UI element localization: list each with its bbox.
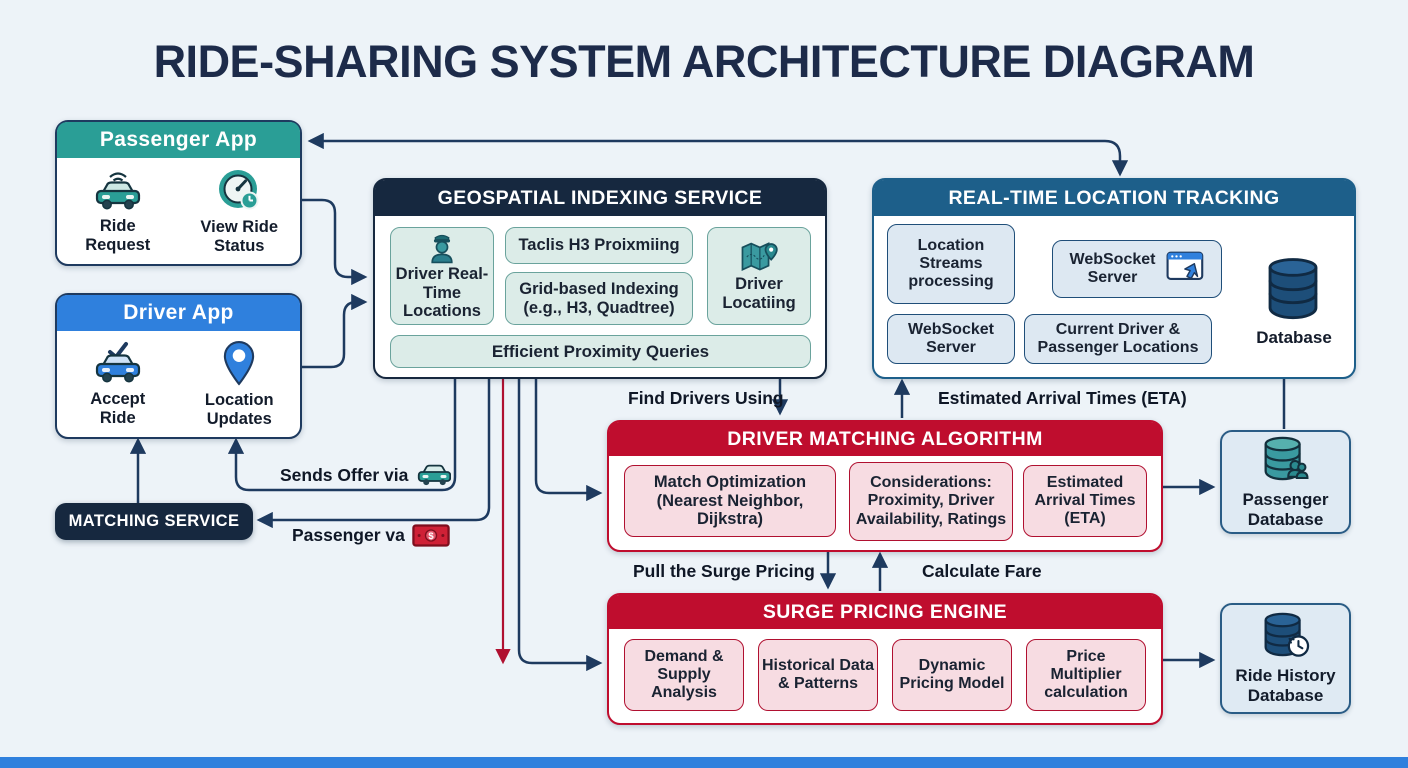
- location-pin-icon: [222, 340, 256, 386]
- node-historical-data: Historical Data & Patterns: [758, 639, 878, 711]
- page-title: RIDE-SHARING SYSTEM ARCHITECTURE DIAGRAM: [153, 36, 1255, 87]
- matching-service-pill: MATCHING SERVICE: [55, 503, 253, 540]
- location-updates-label: Location Updates: [204, 391, 274, 428]
- h3-proximity-label: Taclis H3 Proixmiing: [518, 236, 680, 255]
- driver-app-body: Accept Ride Location Updates: [57, 331, 300, 437]
- car-wifi-icon: [92, 168, 144, 212]
- location-updates-item: Location Updates: [179, 331, 301, 437]
- node-current-locations: Current Driver & Passenger Locations: [1024, 314, 1212, 364]
- node-dynamic-pricing: Dynamic Pricing Model: [892, 639, 1012, 711]
- driver-matching-box: DRIVER MATCHING ALGORITHM Match Optimiza…: [607, 420, 1163, 552]
- gauge-icon: [216, 167, 262, 213]
- passenger-app-body: Ride Request View Ride Status: [57, 158, 300, 264]
- node-considerations: Considerations: Proximity, Driver Availa…: [849, 462, 1013, 541]
- passenger-database-label: Passenger Database: [1242, 489, 1329, 529]
- match-optimization-label: Match Optimization (Nearest Neighbor, Di…: [653, 473, 807, 529]
- eta-text: Estimated Arrival Times (ETA): [938, 388, 1187, 408]
- proximity-queries-label: Efficient Proximity Queries: [491, 341, 710, 361]
- label-find-drivers: Find Drivers Using: [628, 388, 784, 409]
- node-driver-realtime-locations: Driver Real-Time Locations: [390, 227, 494, 325]
- label-sends-offer: Sends Offer via: [280, 462, 452, 488]
- edge-driver-app-to-geospatial: [300, 293, 368, 369]
- accept-ride-item: Accept Ride: [57, 331, 179, 437]
- driver-person-icon: [426, 231, 458, 265]
- node-grid-indexing: Grid-based Indexing (e.g., H3, Quadtree): [505, 272, 693, 325]
- label-estimated-arrival: Estimated Arrival Times (ETA): [938, 388, 1187, 409]
- map-pin-icon: [739, 239, 779, 275]
- view-ride-status-label: View Ride Status: [200, 218, 279, 255]
- matching-service-label: MATCHING SERVICE: [68, 512, 240, 530]
- websocket-top-label: WebSocket Server: [1069, 250, 1156, 286]
- pull-surge-text: Pull the Surge Pricing: [633, 561, 815, 581]
- database-label: Database: [1256, 328, 1332, 347]
- ride-history-database-box: Ride History Database: [1220, 603, 1351, 714]
- passenger-database-box: Passenger Database: [1220, 430, 1351, 534]
- demand-supply-label: Demand & Supply Analysis: [644, 647, 724, 702]
- edge-tracking-to-passenger-app: [307, 132, 1129, 177]
- eta-node-label: Estimated Arrival Times (ETA): [1034, 473, 1136, 528]
- passenger-app-header: Passenger App: [57, 122, 300, 158]
- dynamic-pricing-label: Dynamic Pricing Model: [899, 656, 1005, 692]
- websocket-bottom-label: WebSocket Server: [908, 320, 994, 356]
- banknote-icon: $: [412, 524, 450, 547]
- current-locations-label: Current Driver & Passenger Locations: [1037, 320, 1199, 356]
- node-proximity-queries: Efficient Proximity Queries: [390, 335, 811, 368]
- driver-realtime-label: Driver Real-Time Locations: [395, 265, 489, 321]
- passenger-via-text: Passenger va: [292, 525, 405, 545]
- node-websocket-server-top: WebSocket Server: [1052, 240, 1222, 298]
- svg-text:$: $: [428, 531, 434, 542]
- find-drivers-text: Find Drivers Using: [628, 388, 784, 408]
- car-small-icon: [415, 462, 452, 488]
- database-cylinder-icon: [1264, 256, 1322, 322]
- sends-offer-text: Sends Offer via: [280, 464, 409, 485]
- ride-request-label: Ride Request: [85, 217, 151, 254]
- location-tracking-box: REAL-TIME LOCATION TRACKING Location Str…: [872, 178, 1356, 379]
- price-multiplier-label: Price Multiplier calculation: [1044, 647, 1128, 702]
- accept-ride-label: Accept Ride: [90, 390, 146, 427]
- node-websocket-server-bottom: WebSocket Server: [887, 314, 1015, 364]
- grid-indexing-label: Grid-based Indexing (e.g., H3, Quadtree): [519, 279, 679, 317]
- node-demand-supply: Demand & Supply Analysis: [624, 639, 744, 711]
- surge-pricing-header: SURGE PRICING ENGINE: [609, 595, 1161, 629]
- geospatial-service-box: GEOSPATIAL INDEXING SERVICE Driver Real-…: [373, 178, 827, 379]
- location-streams-label: Location Streams processing: [908, 236, 994, 291]
- edge-geospatial-to-matching-algorithm: [534, 377, 603, 502]
- node-driver-locating: Driver Locatiing: [707, 227, 811, 325]
- location-tracking-header: REAL-TIME LOCATION TRACKING: [874, 180, 1354, 216]
- edge-passenger-app-to-geospatial: [300, 198, 368, 286]
- passenger-database-icon: [1260, 435, 1312, 487]
- browser-cursor-icon: [1166, 251, 1208, 287]
- label-passenger-via: Passenger va $: [292, 524, 450, 547]
- edge-geospatial-to-surge: [517, 377, 603, 672]
- driver-app-header: Driver App: [57, 295, 300, 331]
- surge-pricing-box: SURGE PRICING ENGINE Demand & Supply Ana…: [607, 593, 1163, 725]
- node-location-streams: Location Streams processing: [887, 224, 1015, 304]
- label-calculate-fare: Calculate Fare: [922, 561, 1042, 582]
- considerations-label: Considerations: Proximity, Driver Availa…: [855, 474, 1007, 528]
- passenger-app-box: Passenger App Ride Request: [55, 120, 302, 266]
- driver-matching-header: DRIVER MATCHING ALGORITHM: [609, 422, 1161, 456]
- node-eta: Estimated Arrival Times (ETA): [1023, 465, 1147, 537]
- calculate-fare-text: Calculate Fare: [922, 561, 1042, 581]
- car-check-icon: [92, 341, 144, 385]
- view-ride-status-item: View Ride Status: [179, 158, 301, 264]
- node-match-optimization: Match Optimization (Nearest Neighbor, Di…: [624, 465, 836, 537]
- node-price-multiplier: Price Multiplier calculation: [1026, 639, 1146, 711]
- label-pull-surge: Pull the Surge Pricing: [633, 561, 815, 582]
- geospatial-header: GEOSPATIAL INDEXING SERVICE: [375, 180, 825, 216]
- ride-request-item: Ride Request: [57, 158, 179, 264]
- driver-locating-label: Driver Locatiing: [722, 275, 796, 312]
- ride-history-database-label: Ride History Database: [1235, 666, 1336, 705]
- ride-history-database-icon: [1260, 611, 1312, 663]
- historical-data-label: Historical Data & Patterns: [761, 656, 875, 692]
- bottom-accent-bar: [0, 757, 1408, 768]
- node-h3-proximity: Taclis H3 Proixmiing: [505, 227, 693, 264]
- driver-app-box: Driver App Accept Ride: [55, 293, 302, 439]
